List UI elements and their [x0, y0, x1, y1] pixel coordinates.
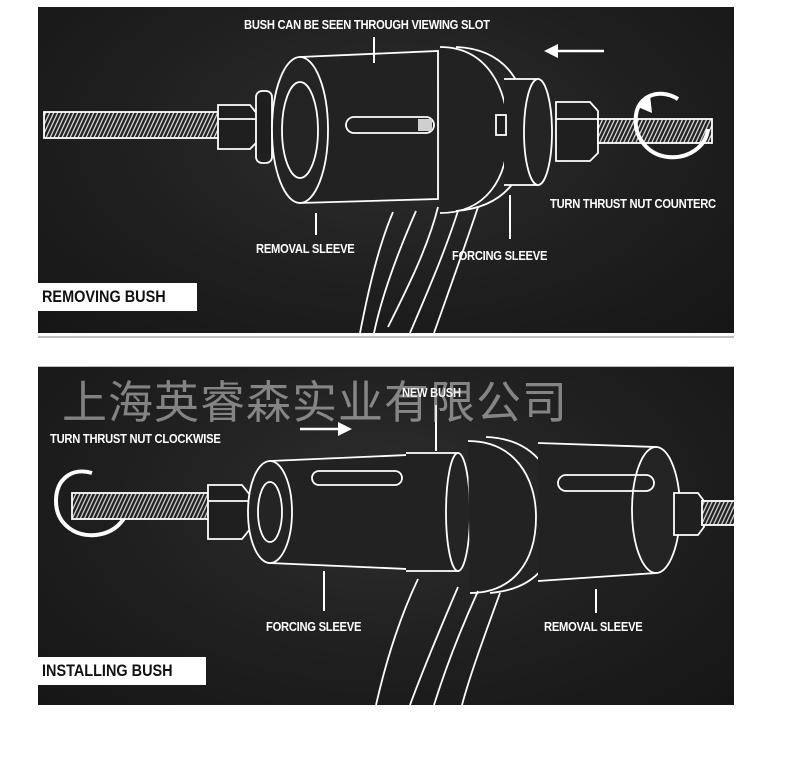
label-removal-sleeve-bottom: REMOVAL SLEEVE: [544, 619, 643, 634]
viewing-slot: [345, 116, 435, 134]
hex-nut-left: [207, 484, 251, 540]
hex-nut-right: [555, 101, 599, 162]
washer-left: [255, 90, 273, 164]
installing-bush-illustration: [53, 405, 734, 705]
installing-bush-panel: TURN THRUST NUT CLOCKWISE NEW BUSH FORCI…: [38, 367, 734, 705]
hex-nut-left: [217, 104, 259, 150]
label-new-bush: NEW BUSH: [402, 385, 461, 400]
company-watermark: 上海英睿森实业有限公司: [62, 376, 569, 429]
threaded-rod-left: [43, 111, 225, 139]
removing-bush-tag: REMOVING BUSH: [38, 283, 198, 311]
removing-bush-panel: BUSH CAN BE SEEN THROUGH VIEWING SLOT TU…: [38, 7, 734, 333]
hex-nut-right: [673, 492, 705, 536]
rotation-arrow-clockwise: [53, 469, 130, 538]
handle-prong: [409, 586, 459, 705]
label-removal-sleeve-top: REMOVAL SLEEVE: [256, 241, 355, 256]
label-forcing-sleeve-top: FORCING SLEEVE: [452, 248, 548, 263]
handle-prong: [387, 206, 439, 328]
label-turn-clockwise: TURN THRUST NUT CLOCKWISE: [50, 431, 221, 446]
panel-divider: [38, 336, 734, 338]
label-forcing-sleeve-bottom: FORCING SLEEVE: [266, 619, 362, 634]
removing-bush-illustration: [43, 37, 713, 333]
removal-sleeve-collar: [467, 440, 537, 594]
label-turn-counterclockwise: TURN THRUST NUT COUNTERC: [550, 196, 716, 211]
installing-bush-tag: INSTALLING BUSH: [38, 657, 206, 685]
threaded-rod-right: [597, 118, 713, 144]
removal-sleeve-end: [271, 56, 329, 204]
label-bush-viewing-slot: BUSH CAN BE SEEN THROUGH VIEWING SLOT: [244, 17, 490, 32]
threaded-rod-left: [71, 492, 213, 520]
threaded-rod-right: [701, 500, 734, 526]
